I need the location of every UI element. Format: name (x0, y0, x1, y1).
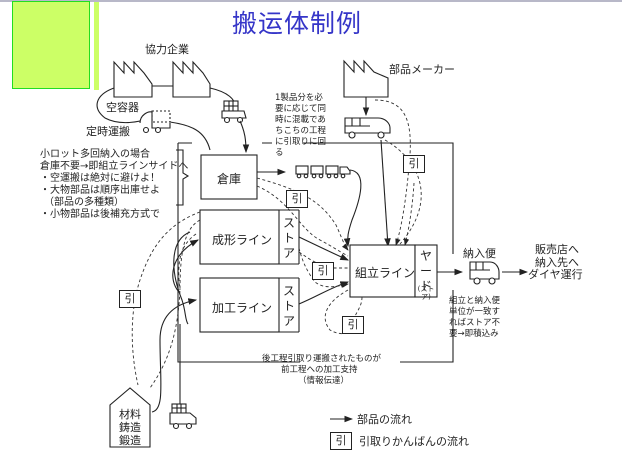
yard-sub-label: (ストア) (417, 285, 435, 301)
destination-label-2: 納入先へ (535, 256, 579, 269)
diamond-operation-label: ダイヤ運行 (528, 268, 583, 281)
factory-icon-3 (343, 59, 389, 98)
molding-line-box (199, 209, 280, 265)
truck-icon-partner (221, 100, 247, 124)
page-title: 搬运体制例 (232, 9, 363, 38)
green-highlight-bar (94, 2, 99, 90)
kanban-badge-molding: 引 (312, 262, 334, 280)
green-highlight-block (12, 1, 90, 89)
delivery-truck-label: 納入便 (463, 247, 496, 260)
factory-icon-2 (172, 60, 211, 98)
truck-icon-scheduled (139, 110, 171, 134)
legend-parts-flow: 部品の流れ (357, 413, 412, 426)
store-label-processing: ストア (282, 284, 295, 328)
legend-kanban-symbol: 引 (330, 432, 352, 450)
parts-maker-label: 部品メーカー (389, 63, 455, 76)
factory-icon-1 (113, 60, 153, 98)
store-label-molding: ストア (282, 216, 295, 260)
kanban-badge-materials: 引 (119, 290, 141, 308)
assembly-line-box (349, 244, 416, 298)
scheduled-transport-label: 定時運搬 (86, 125, 130, 138)
destination-label-1: 販売店へ (535, 243, 579, 256)
yard-label: ヤード (419, 249, 432, 293)
empty-containers-label: 空容器 (106, 101, 139, 114)
assembly-line-label: 組立ライン (355, 266, 416, 280)
warehouse-box (200, 154, 258, 200)
yard-box (414, 244, 438, 298)
processing-line-label: 加工ライン (212, 301, 273, 315)
legend-kanban-flow: 引取りかんばんの流れ (359, 435, 469, 448)
kanban-badge-parts-maker: 引 (403, 155, 425, 173)
warehouse-label: 倉庫 (217, 172, 242, 186)
top-border (0, 0, 622, 2)
truck-icon-parts-maker (344, 117, 391, 139)
molding-line-label: 成形ライン (212, 233, 273, 247)
kanban-badge-warehouse: 引 (286, 190, 308, 208)
truck-icon-materials (169, 403, 197, 430)
materials-house-icon (109, 387, 151, 448)
truck-icon-delivery (469, 261, 500, 285)
truck-train-icon (295, 165, 351, 179)
kanban-badge-processing: 引 (342, 316, 364, 334)
processing-line-box (199, 277, 280, 333)
partner-companies-label: 協力企業 (145, 43, 189, 56)
